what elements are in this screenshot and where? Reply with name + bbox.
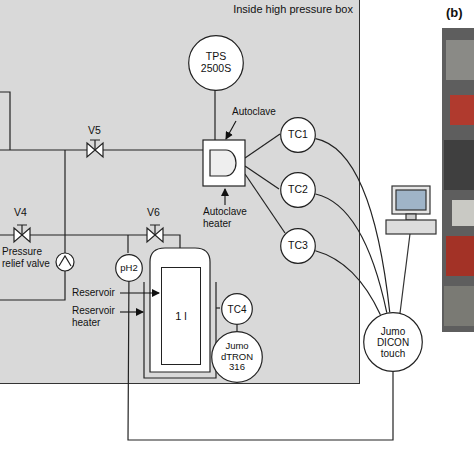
leader-arrow (120, 292, 159, 293)
autoclave-vessel (203, 140, 245, 186)
part-label: Pressure relief valve (2, 246, 56, 269)
instrument-circle: Jumo dTRON 316 (211, 331, 263, 383)
instrument-circle: TC2 (280, 172, 316, 208)
data-cable (400, 234, 410, 313)
instrument-circle: TC4 (221, 293, 253, 325)
leader-arrow (120, 311, 143, 312)
pipe (127, 235, 128, 253)
enclosure-box: Inside high pressure boxTPS 2500S TC1TC2T… (0, 0, 360, 384)
computer-base (386, 220, 436, 234)
node-label: 1 l (175, 310, 187, 322)
node-label: TC1 (288, 129, 308, 141)
node-label: Jumo DICON touch (366, 326, 420, 359)
leader-arrow (224, 189, 225, 205)
instrument-circle: TC3 (280, 228, 316, 264)
signal-wire (315, 251, 380, 315)
node-label: TC2 (288, 184, 308, 196)
signal-wire (316, 139, 390, 313)
part-label: Autoclave heater (203, 206, 257, 229)
node-label: TC4 (228, 304, 247, 315)
part-label: Reservoir heater (72, 305, 120, 328)
part-label: Reservoir (72, 287, 122, 299)
box-title: Inside high pressure box (233, 3, 353, 15)
relief-valve-symbol (59, 256, 71, 266)
signal-wire (236, 325, 237, 331)
photo-strip (442, 28, 474, 332)
signal-wire (128, 282, 393, 440)
signal-wire (316, 194, 387, 313)
reservoir-vessel-inner: 1 l (161, 267, 201, 365)
node-label: pH2 (120, 263, 137, 273)
reservoir-vessel (150, 248, 210, 372)
part-label: (b) (446, 6, 474, 21)
computer-stand (406, 214, 416, 220)
node-label: TPS 2500S (191, 51, 241, 74)
part-label: V6 (147, 206, 171, 218)
instrument-circle: TC1 (280, 117, 316, 153)
part-label: Autoclave (232, 106, 282, 118)
node-label: Jumo dTRON 316 (214, 341, 260, 372)
autoclave-sample (210, 150, 236, 176)
instrument-circle: pH2 (115, 254, 143, 282)
node-label: TC3 (288, 240, 308, 252)
instrument-circle: Jumo DICON touch (363, 312, 423, 372)
relief-valve-symbol (56, 253, 74, 271)
computer-monitor (392, 186, 430, 214)
part-label: V4 (14, 206, 38, 218)
part-label: V5 (88, 124, 112, 136)
pipe (64, 150, 65, 253)
computer-screen (396, 190, 426, 210)
instrument-circle: TPS 2500S (188, 35, 244, 91)
